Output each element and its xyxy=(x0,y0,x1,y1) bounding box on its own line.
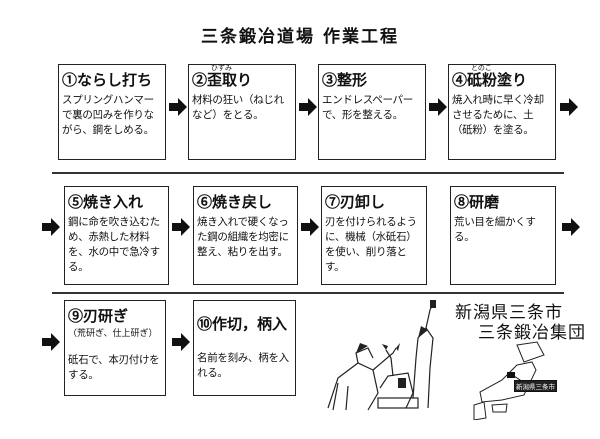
step-heading-ruby: とのこ xyxy=(471,64,492,72)
step-9-box: ⑨刃研ぎ （荒研ぎ、仕上研ぎ） 砥石で、本刃付けをする。 xyxy=(64,300,166,396)
step-description: 焼入れ時に早く冷却させるために、土（砥粉）を塗る。 xyxy=(452,94,544,136)
step-heading: ⑨刃研ぎ xyxy=(68,307,129,325)
step-description: スプリングハンマーで裏の凹みを作りながら、鋼をしめる。 xyxy=(62,94,154,136)
step-8-box: ⑧研磨 荒い目を細かくする。 xyxy=(450,186,556,285)
blacksmith-illustration xyxy=(327,300,436,411)
location-group-name: 三条鍛冶集団 xyxy=(478,323,586,343)
step-heading: ④砥粉塗り xyxy=(452,71,528,89)
step-subheading: （荒研ぎ、仕上研ぎ） xyxy=(68,329,158,339)
step-4-box: ④砥粉塗り とのこ 焼入れ時に早く冷却させるために、土（砥粉）を塗る。 xyxy=(448,64,556,160)
step-heading: ⑤焼き入れ xyxy=(68,193,144,211)
step-description: 荒い目を細かくする。 xyxy=(454,216,536,243)
map-label: 新潟県三条市 xyxy=(514,380,557,392)
step-description: 名前を刻み、柄を入れる。 xyxy=(197,352,289,379)
step-3-box: ③整形 エンドレスペーパーで、形を整える。 xyxy=(318,64,426,160)
page-title: 三条鍛冶道場 作業工程 xyxy=(201,27,399,47)
step-heading: ⑩作切，柄入 xyxy=(197,315,288,333)
step-heading: ⑥焼き戻し xyxy=(197,193,273,211)
arrow-right-icon xyxy=(42,333,60,351)
step-2-box: ②歪取り ひずみ 材料の狂い（ねじれなど）をとる。 xyxy=(188,64,296,160)
step-description: 砥石で、本刃付けをする。 xyxy=(68,354,160,381)
japan-map xyxy=(473,341,545,420)
step-heading: ②歪取り xyxy=(192,71,253,89)
step-heading: ⑧研磨 xyxy=(454,193,500,211)
arrow-right-icon xyxy=(172,218,190,236)
step-description: 刃を付けられるように、機械（水砥石）を使い、削り落とす。 xyxy=(325,216,417,273)
arrow-right-icon xyxy=(169,98,187,116)
step-10-box: ⑩作切，柄入 名前を刻み、柄を入れる。 xyxy=(193,300,296,396)
arrow-right-icon xyxy=(429,98,447,116)
sanjo-marker xyxy=(507,372,515,378)
step-description: 材料の狂い（ねじれなど）をとる。 xyxy=(192,94,284,121)
step-5-box: ⑤焼き入れ 鋼に命を吹き込むため、赤熱した材料を、水の中で急冷する。 xyxy=(64,186,169,285)
row-divider xyxy=(52,172,564,174)
location-prefecture-city: 新潟県三条市 xyxy=(455,303,563,323)
row-divider xyxy=(52,292,564,294)
step-description: エンドレスペーパーで、形を整える。 xyxy=(322,94,413,121)
step-heading: ③整形 xyxy=(322,71,368,89)
step-6-box: ⑥焼き戻し 焼き入れで硬くなった鋼の組織を均密に整え、粘りを出す。 xyxy=(193,186,298,285)
arrow-right-icon xyxy=(172,333,190,351)
step-description: 鋼に命を吹き込むため、赤熱した材料を、水の中で急冷する。 xyxy=(68,216,160,273)
step-heading-ruby: ひずみ xyxy=(211,64,232,72)
step-description: 焼き入れで硬くなった鋼の組織を均密に整え、粘りを出す。 xyxy=(197,216,289,258)
arrow-right-icon xyxy=(299,98,317,116)
arrow-right-icon xyxy=(560,98,578,116)
arrow-right-icon xyxy=(562,218,580,236)
arrow-right-icon xyxy=(42,218,60,236)
step-1-box: ①ならし打ち スプリングハンマーで裏の凹みを作りながら、鋼をしめる。 xyxy=(58,64,166,160)
step-heading: ①ならし打ち xyxy=(62,71,153,89)
arrow-right-icon xyxy=(301,218,319,236)
step-heading: ⑦刃卸し xyxy=(325,193,386,211)
step-7-box: ⑦刃卸し 刃を付けられるように、機械（水砥石）を使い、削り落とす。 xyxy=(321,186,427,285)
